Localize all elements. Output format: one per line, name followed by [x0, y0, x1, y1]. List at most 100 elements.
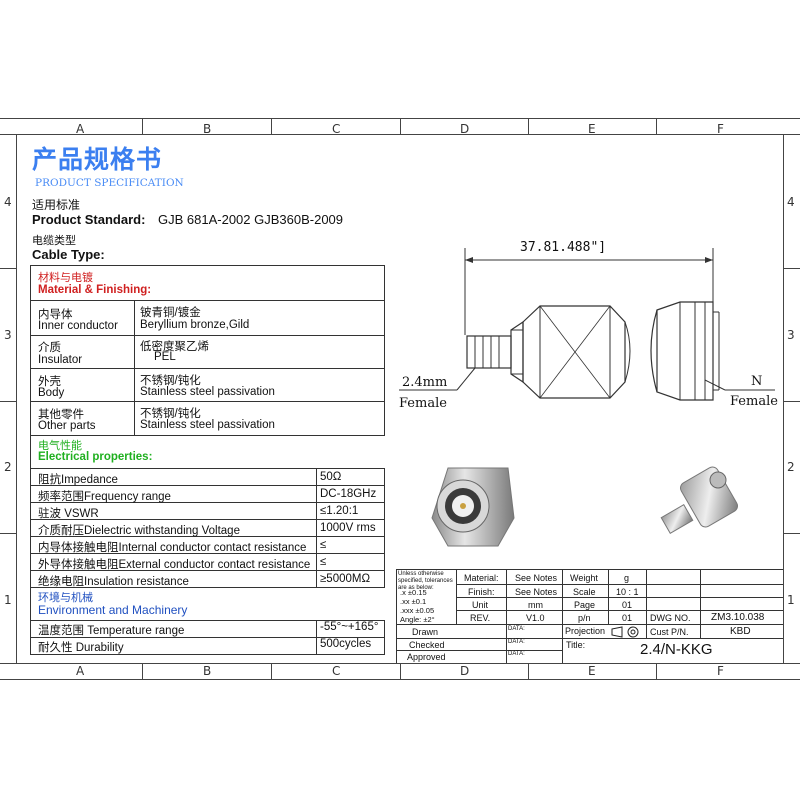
col-label-c-bottom: C	[332, 664, 341, 678]
table-line	[384, 620, 385, 654]
ruler-tick	[400, 118, 401, 134]
date-label: DATA:	[508, 639, 525, 645]
page-field-label: Page	[574, 600, 596, 610]
dimension-label: 37.81.488"]	[520, 240, 607, 255]
pn-field-label: p/n	[578, 613, 591, 623]
table-line	[30, 620, 385, 621]
table-line	[384, 265, 385, 435]
electrical-value: ≤1.20:1	[320, 505, 359, 517]
col-label-f-bottom: F	[717, 664, 724, 678]
titleblock-line	[608, 569, 609, 624]
ruler-tick	[142, 118, 143, 134]
material-row-en: Inner conductor	[38, 320, 118, 332]
row-label-3-right: 3	[787, 328, 795, 342]
spec-title-en: PRODUCT SPECIFICATION	[35, 177, 184, 189]
table-line	[30, 468, 385, 469]
weight-field-value: g	[624, 573, 630, 583]
dwg-field-value: ZM3.10.038	[711, 612, 765, 623]
table-line	[30, 401, 385, 402]
frame-right	[783, 134, 784, 663]
table-line	[30, 502, 385, 503]
row-label-2: 2	[4, 460, 12, 474]
material-row-cn: 内导体	[38, 309, 73, 321]
electrical-label: 驻波 VSWR	[38, 508, 99, 520]
titleblock-line	[396, 650, 562, 651]
material-field-value: See Notes	[515, 573, 558, 583]
dwg-field-label: DWG NO.	[650, 613, 691, 623]
cust-field-label: Cust P/N.	[650, 627, 689, 637]
ruler-tick	[0, 268, 16, 269]
col-label-e: E	[588, 122, 596, 136]
connector-photo-side	[660, 466, 738, 534]
projection-label: Projection	[565, 626, 606, 636]
left-port-gender: Female	[399, 396, 447, 411]
tolerance-row: .x ±0.15	[400, 588, 427, 597]
material-value-en: Stainless steel passivation	[140, 386, 275, 398]
left-port-size: 2.4mm	[402, 375, 448, 390]
table-line	[30, 300, 385, 301]
date-label: DATA:	[508, 626, 525, 632]
material-value-en: Stainless steel passivation	[140, 419, 275, 431]
ruler-tick	[656, 118, 657, 134]
ruler-tick	[0, 533, 16, 534]
table-line	[30, 265, 31, 655]
material-value-cn: 铍青铜/镀金	[140, 307, 201, 319]
titleblock-line	[456, 584, 783, 585]
finish-field-label: Finish:	[468, 587, 495, 597]
electrical-section-cn: 电气性能	[38, 440, 82, 452]
standard-label-en: Product Standard:	[32, 212, 146, 227]
table-line	[30, 587, 385, 588]
ruler-tick	[528, 118, 529, 134]
frame-left	[16, 134, 17, 663]
page-field-value: 01	[622, 600, 633, 610]
unit-field-label: Unit	[472, 600, 489, 610]
electrical-value: ≤	[320, 556, 327, 568]
tolerance-row: .xx ±0.1	[400, 597, 427, 606]
table-line	[30, 265, 385, 266]
electrical-value: ≥5000MΩ	[320, 573, 371, 585]
ruler-tick	[656, 663, 657, 679]
unit-field-value: mm	[528, 600, 543, 610]
electrical-value: ≤	[320, 539, 327, 551]
titleblock-line	[396, 569, 397, 663]
titleblock-line	[396, 569, 783, 570]
col-label-b: B	[203, 122, 212, 136]
col-label-d: D	[460, 122, 470, 136]
ruler-tick	[400, 663, 401, 679]
table-line	[30, 335, 385, 336]
finish-field-value: See Notes	[515, 587, 558, 597]
table-line	[316, 468, 317, 587]
titleblock-line	[646, 569, 647, 639]
ruler-tick	[271, 118, 272, 134]
connector-photo-front	[431, 467, 515, 547]
material-row-cn: 介质	[38, 342, 61, 354]
table-line	[30, 637, 385, 638]
title-field-value: 2.4/N-KKG	[640, 641, 713, 658]
titleblock-line	[700, 569, 701, 639]
titleblock-line	[456, 597, 783, 598]
material-value-cn: 不锈钢/钝化	[140, 375, 201, 387]
frame-bottom	[0, 679, 800, 680]
ruler-tick	[783, 401, 800, 402]
material-value-cn: 不锈钢/钝化	[140, 408, 201, 420]
row-label-2-right: 2	[787, 460, 795, 474]
titleblock-line	[396, 624, 783, 625]
ruler-tick	[271, 663, 272, 679]
table-line	[30, 553, 385, 554]
col-label-a: A	[76, 122, 85, 136]
environment-value: 500cycles	[320, 638, 372, 650]
spec-title-cn: 产品规格书	[32, 145, 163, 174]
electrical-label: 频率范围Frequency range	[38, 491, 171, 503]
table-line	[30, 485, 385, 486]
electrical-label: 外导体接触电阻External conductor contact resist…	[38, 559, 311, 571]
material-row-en: Body	[38, 387, 65, 399]
rev-field-value: V1.0	[526, 613, 545, 623]
electrical-section-en: Electrical properties:	[38, 451, 153, 463]
material-row-cn: 外壳	[38, 376, 61, 388]
environment-value: -55°~+165°	[320, 621, 379, 633]
connector-drawing	[399, 248, 775, 401]
ruler-tick	[783, 268, 800, 269]
frame-inner-top	[0, 134, 800, 135]
electrical-label: 内导体接触电阻Internal conductor contact resist…	[38, 542, 307, 554]
standard-label-cn: 适用标准	[32, 198, 81, 212]
